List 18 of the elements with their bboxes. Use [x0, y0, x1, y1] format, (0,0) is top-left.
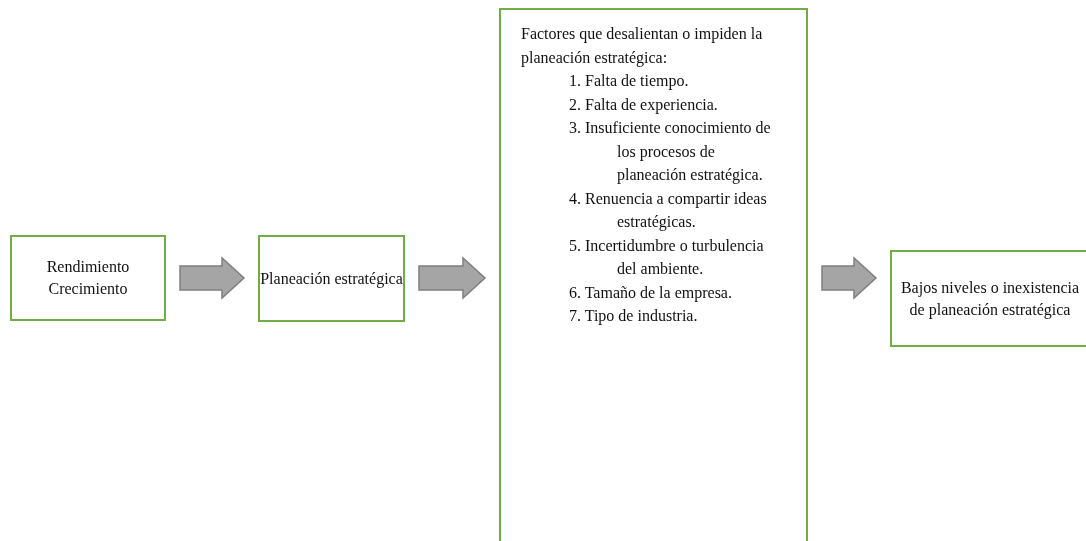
block-arrow: [418, 256, 487, 300]
node-label: Rendimiento Crecimiento: [45, 257, 131, 299]
text-box: [890, 250, 1086, 347]
block-arrow: [821, 256, 878, 300]
node-label: Planeación estratégica: [260, 268, 403, 290]
list-item: 6. Tamaño de la empresa.: [569, 282, 733, 304]
node-label: Bajos niveles o inexistencia de planeación estratégica: [899, 277, 1081, 321]
list-item: 5. Incertidumbre o turbulencia del ambiente.: [569, 235, 765, 279]
list-item: 1. Falta de tiempo.: [569, 71, 690, 92]
list-item: 4. Renuencia a compartir ideas estratégicas.: [569, 188, 768, 233]
text-box: [499, 8, 808, 541]
text-box: [258, 235, 405, 322]
list-heading: Factores que desalientan o impiden la planeación estratégica:: [521, 24, 764, 69]
text-box: [10, 235, 166, 321]
list-item: 2. Falta de experiencia.: [569, 94, 719, 116]
list-item: 3. Insuficiente conocimiento de los procesos de planeación estratégica.: [569, 118, 772, 186]
list-item: 7. Tipo de industria.: [569, 306, 699, 327]
block-arrow: [179, 256, 246, 300]
